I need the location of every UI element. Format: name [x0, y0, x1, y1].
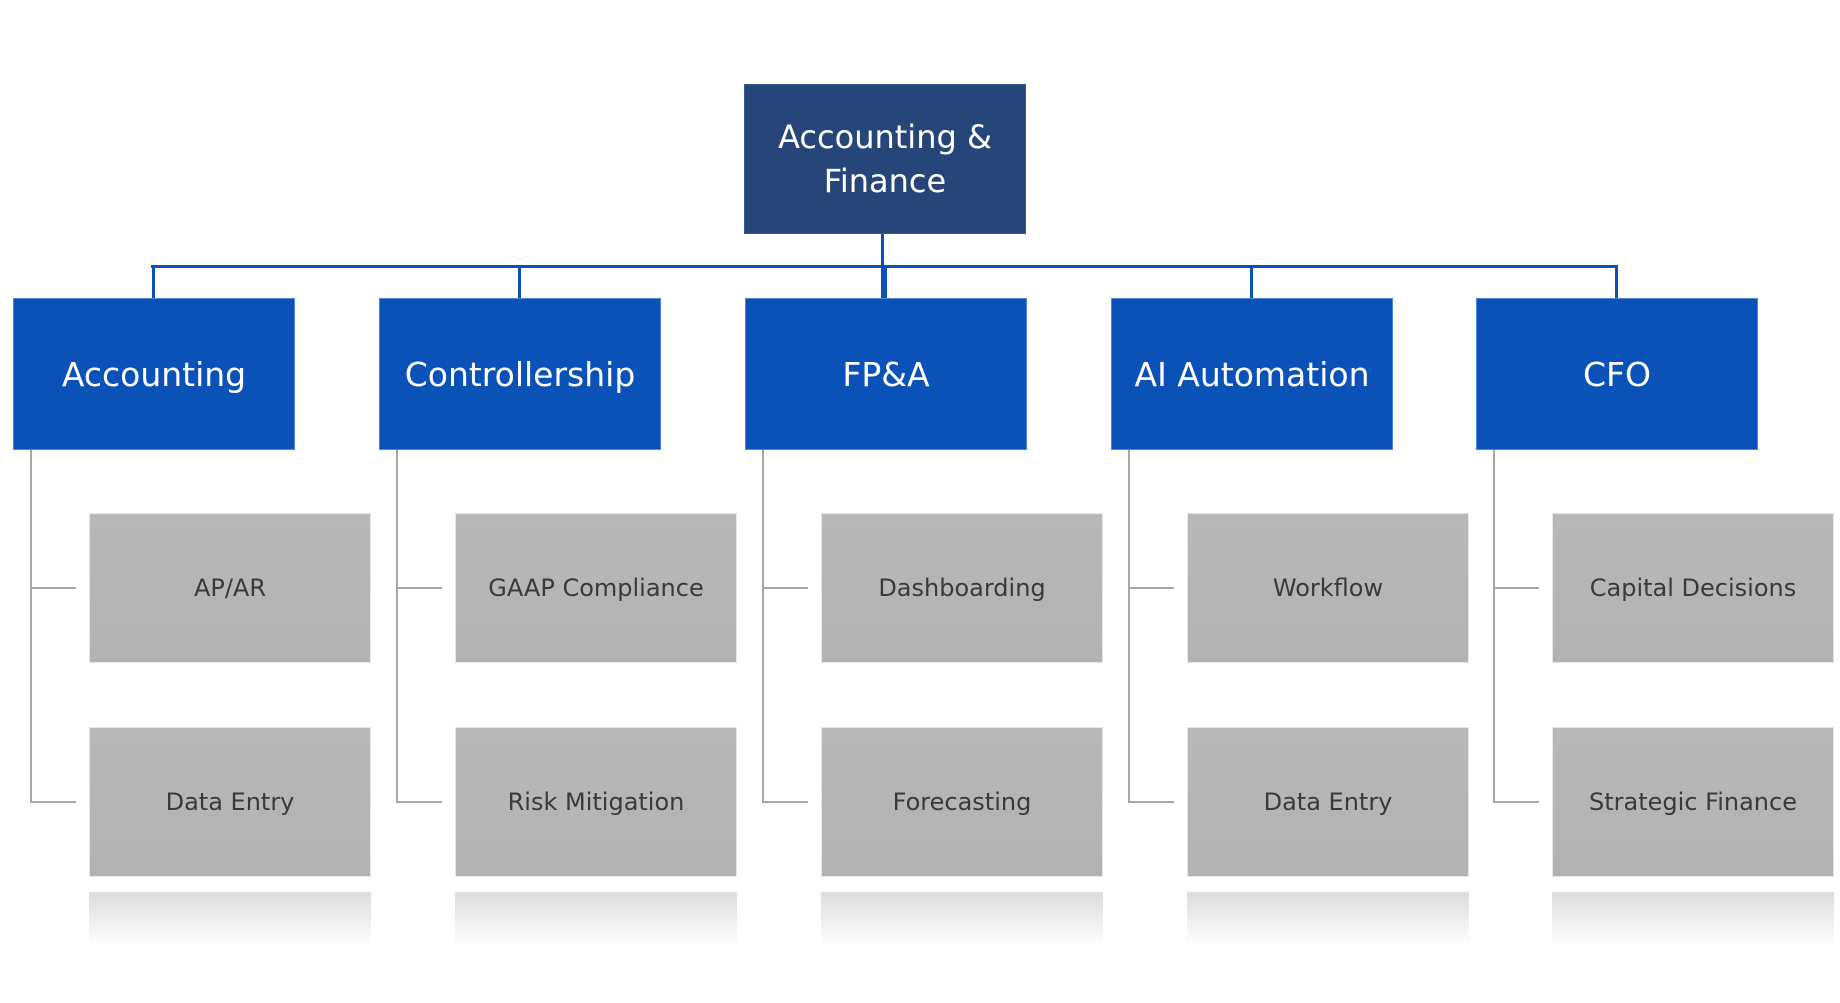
function-node[interactable]: Data Entry	[1187, 727, 1469, 877]
function-branch-line	[30, 587, 76, 589]
department-label: Accounting	[61, 354, 247, 394]
department-drop-line	[152, 265, 155, 298]
department-label: Controllership	[404, 354, 636, 394]
function-node[interactable]: AP/AR	[89, 513, 371, 663]
department-node-accounting[interactable]: Accounting	[13, 298, 295, 450]
function-node[interactable]: Strategic Finance	[1552, 727, 1834, 877]
root-node-label: Accounting & Finance	[778, 118, 992, 200]
department-connector-horizontal	[151, 265, 1616, 268]
function-node[interactable]: Capital Decisions	[1552, 513, 1834, 663]
function-branch-line	[1128, 801, 1174, 803]
department-node-controllership[interactable]: Controllership	[379, 298, 661, 450]
function-tree-line	[1493, 450, 1495, 803]
department-drop-line	[518, 265, 521, 298]
function-branch-line	[1128, 587, 1174, 589]
department-drop-line	[1250, 265, 1253, 298]
function-branch-line	[1493, 587, 1539, 589]
function-tree-line	[396, 450, 398, 803]
department-label: CFO	[1583, 354, 1651, 394]
function-node[interactable]: Data Entry	[89, 727, 371, 877]
function-node[interactable]: Workflow	[1187, 513, 1469, 663]
function-label: Data Entry	[165, 788, 295, 816]
function-branch-line	[30, 801, 76, 803]
function-node-reflection	[821, 892, 1103, 947]
function-node[interactable]: Dashboarding	[821, 513, 1103, 663]
function-node[interactable]: Forecasting	[821, 727, 1103, 877]
function-tree-line	[762, 450, 764, 803]
function-branch-line	[1493, 801, 1539, 803]
function-node[interactable]: Risk Mitigation	[455, 727, 737, 877]
function-label: Data Entry	[1263, 788, 1393, 816]
department-node-cfo[interactable]: CFO	[1476, 298, 1758, 450]
function-label: Capital Decisions	[1589, 574, 1797, 602]
function-label: Strategic Finance	[1589, 788, 1797, 816]
department-node-ai-automation[interactable]: AI Automation	[1111, 298, 1393, 450]
department-label: AI Automation	[1134, 354, 1370, 394]
function-node[interactable]: GAAP Compliance	[455, 513, 737, 663]
function-label: Forecasting	[892, 788, 1032, 816]
department-label: FP&A	[842, 354, 930, 394]
function-branch-line	[396, 587, 442, 589]
function-label: GAAP Compliance	[488, 574, 704, 602]
function-node-reflection	[455, 892, 737, 947]
function-tree-line	[1128, 450, 1130, 803]
department-node-fp-a[interactable]: FP&A	[745, 298, 1027, 450]
function-node-reflection	[1187, 892, 1469, 947]
function-label: AP/AR	[193, 574, 267, 602]
function-label: Risk Mitigation	[507, 788, 685, 816]
function-branch-line	[762, 587, 808, 589]
function-branch-line	[762, 801, 808, 803]
function-node-reflection	[89, 892, 371, 947]
department-drop-line	[884, 265, 887, 298]
function-branch-line	[396, 801, 442, 803]
root-node[interactable]: Accounting & Finance	[744, 84, 1026, 234]
function-label: Workflow	[1272, 574, 1384, 602]
function-label: Dashboarding	[878, 574, 1046, 602]
function-node-reflection	[1552, 892, 1834, 947]
function-tree-line	[30, 450, 32, 803]
department-drop-line	[1615, 265, 1618, 298]
